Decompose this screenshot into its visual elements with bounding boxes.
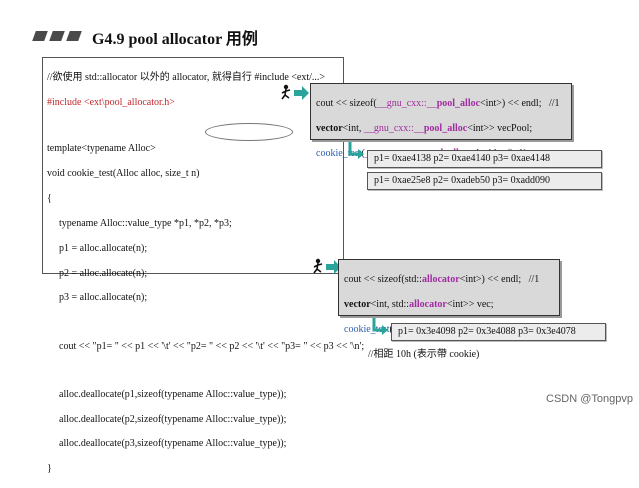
code-brace-close: } — [47, 463, 52, 475]
code-dealloc-3: alloc.deallocate(p3,sizeof(typename Allo… — [59, 438, 287, 450]
runner-arrow-icon — [281, 84, 309, 100]
pool-result-1: p1= 0xae4138 p2= 0xae4140 p3= 0xae4148 — [367, 150, 602, 168]
runner-arrow-icon-2 — [313, 258, 341, 274]
title-mark-1 — [32, 31, 48, 41]
page-title: G4.9 pool allocator 用例 — [92, 31, 258, 48]
code-alloc-2: p2 = alloc.allocate(n); — [59, 267, 148, 279]
code-alloc-1: p1 = alloc.allocate(n); — [59, 242, 148, 254]
code-include: #include <ext\pool_allocator.h> — [47, 97, 175, 109]
title-mark-2 — [49, 31, 65, 41]
std-line-1: cout << sizeof(std::allocator<int>) << e… — [344, 274, 540, 286]
title-mark-3 — [66, 31, 82, 41]
code-dealloc-2: alloc.deallocate(p2,sizeof(typename Allo… — [59, 413, 287, 425]
std-line-2: vector<int, std::allocator<int>> vec; — [344, 299, 494, 311]
pool-line-2: vector<int, __gnu_cxx::__pool_alloc<int>… — [316, 123, 533, 135]
code-alloc-3: p3 = alloc.allocate(n); — [59, 292, 148, 304]
connector-arrow-icon-2 — [372, 318, 388, 335]
pool-alloc-box: cout << sizeof(__gnu_cxx::__pool_alloc<i… — [310, 83, 572, 184]
code-brace-open: { — [47, 193, 52, 205]
pool-result-2: p1= 0xae25e8 p2= 0xadeb50 p3= 0xadd090 — [367, 172, 602, 190]
highlight-ellipse — [205, 123, 293, 141]
watermark: CSDN @Tongpvp — [546, 393, 633, 405]
code-cout: cout << "p1= " << p1 << '\t' << "p2= " <… — [59, 340, 365, 352]
pool-line-1: cout << sizeof(__gnu_cxx::__pool_alloc<i… — [316, 98, 560, 110]
code-func-sig: void cookie_test(Alloc alloc, size_t n) — [47, 168, 200, 180]
code-template: template<typename Alloc> — [47, 143, 156, 155]
code-dealloc-1: alloc.deallocate(p1,sizeof(typename Allo… — [59, 388, 287, 400]
std-result: p1= 0x3e4098 p2= 0x3e4088 p3= 0x3e4078 — [391, 323, 606, 341]
code-comment: //欲使用 std::allocator 以外的 allocator, 就得自行… — [47, 72, 326, 84]
std-line-4: //相距 10h (表示帶 cookie) — [368, 348, 480, 360]
std-alloc-box: cout << sizeof(std::allocator<int>) << e… — [338, 259, 560, 360]
code-decl: typename Alloc::value_type *p1, *p2, *p3… — [59, 217, 232, 229]
connector-arrow-icon — [348, 142, 364, 159]
